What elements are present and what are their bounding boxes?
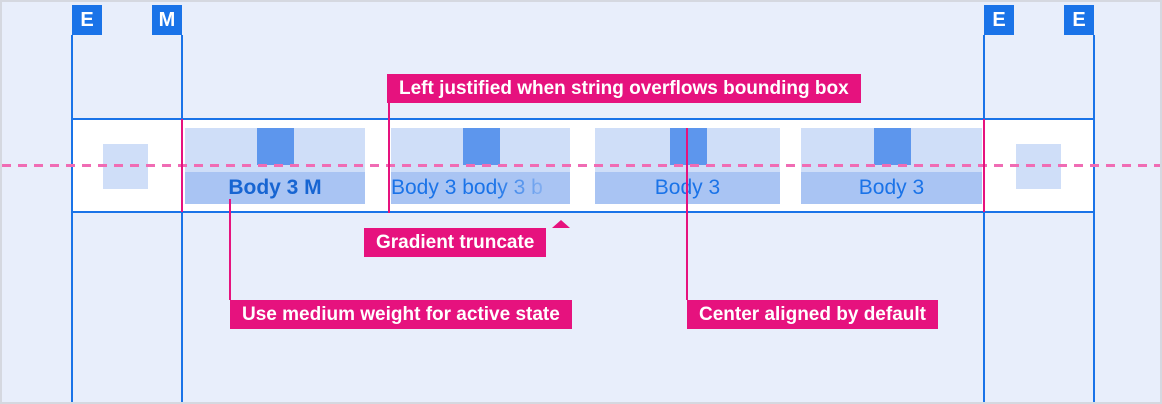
connector-center-aligned [686,128,688,300]
margin-marker-e-left: E [72,5,102,35]
guide-line-right-e-bottom [983,212,985,402]
guide-line-right-e-bar-segment [983,119,985,212]
gradient-truncate-overlay [492,172,570,204]
guide-line-m-bottom [181,212,183,402]
guide-line-m-top [181,35,183,119]
guide-line-m-bar-segment [181,119,183,212]
tab-label: Body 3 M [185,172,365,204]
margin-marker-m: M [152,5,182,35]
tab-icon-placeholder [669,128,707,165]
tab-icon-placeholder [257,128,294,165]
margin-marker-e-far-right: E [1064,5,1094,35]
marker-label: M [158,8,176,31]
callout-medium-weight: Use medium weight for active state [230,300,572,329]
callout-gradient-truncate: Gradient truncate [364,228,547,257]
tab-label: Body 3 [801,172,982,204]
guide-line-right-e-top [983,35,985,119]
marker-label: E [80,8,94,31]
marker-label: E [1072,8,1086,31]
guide-line-left-e [71,35,73,402]
callout-arrow-up-icon [552,220,570,228]
connector-medium-weight [229,199,231,300]
callout-left-justified: Left justified when string overflows bou… [387,74,861,103]
marker-label: E [992,8,1006,31]
tab-icon-placeholder [873,128,911,165]
tab-label: Body 3 body 3 b [391,172,570,204]
vertical-center-dashed-line [2,164,1160,167]
connector-left-justified [388,103,390,213]
tab-icon-placeholder [462,128,500,165]
callout-center-aligned: Center aligned by default [687,300,938,329]
margin-marker-e-right: E [984,5,1014,35]
guide-line-far-right-e [1093,35,1095,402]
